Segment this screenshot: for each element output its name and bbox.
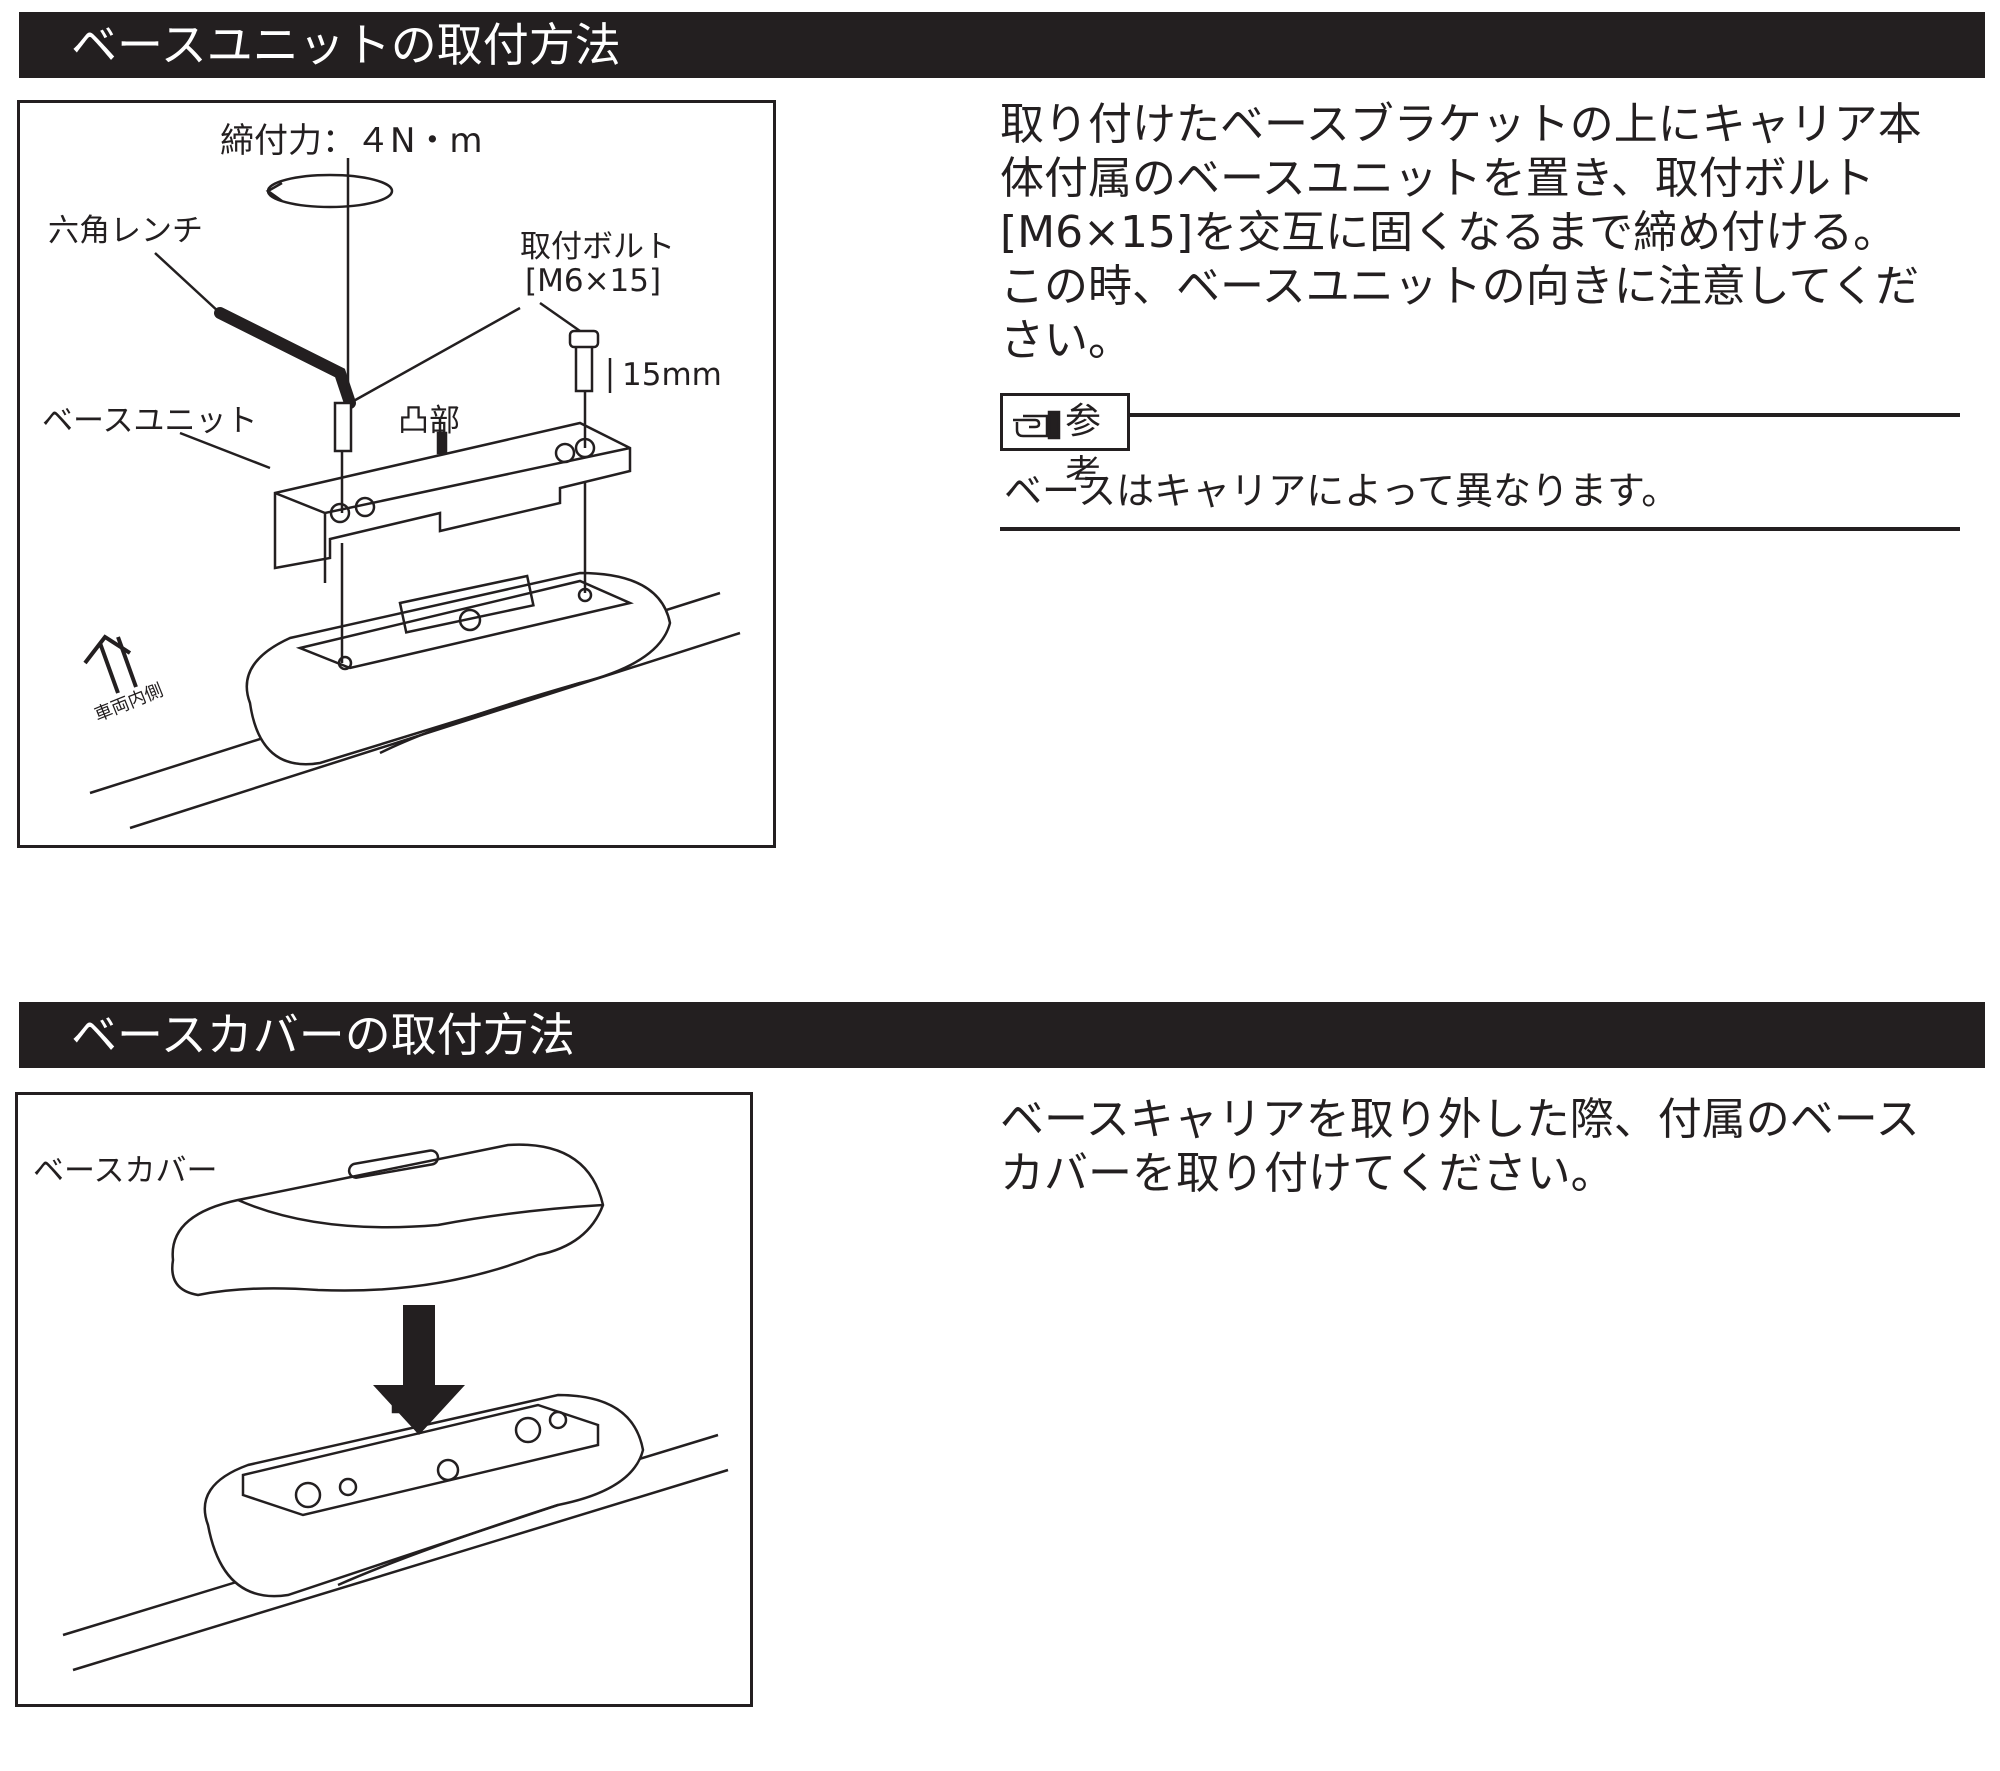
bolt-right [574, 341, 594, 393]
leader-base-unit [179, 431, 271, 470]
plate-hole-left [338, 1477, 358, 1497]
plate-hole-right [554, 442, 576, 464]
instruction-line: 体付属のベースユニットを置き、取付ボルト [1000, 153, 1875, 204]
base-unit-illustration [83, 158, 741, 830]
base-cover-slot [347, 1149, 440, 1179]
instruction-line: さい。 [1000, 315, 1132, 366]
note-divider-top [1130, 413, 1960, 417]
instruction-line: 取り付けたベースブラケットの上にキャリア本 [1000, 99, 1922, 150]
down-arrow-icon [373, 1305, 465, 1435]
protrusion-mark [436, 431, 448, 455]
instruction-line: [M6×15]を交互に固くなるまで締め付ける。 [1000, 207, 1898, 258]
label-base-unit: ベースユニット [42, 403, 258, 439]
base-bracket-curve [379, 681, 581, 755]
note-label-box: 参考 [1000, 393, 1130, 494]
plate-hole-mid [354, 496, 376, 518]
plate-hole-left [329, 502, 351, 524]
instruction-line: カバーを取り付けてください。 [1000, 1148, 1615, 1199]
pointing-hand-icon [1013, 410, 1061, 440]
hex-wrench [214, 307, 356, 409]
leader-bolt-right [539, 301, 581, 333]
note-label: 参考 [1065, 401, 1102, 494]
base-bracket-stud [436, 1458, 460, 1482]
instructions-base-cover: ベースキャリアを取り外した際、付属のベース カバーを取り付けてください。 [1000, 1093, 1920, 1201]
bolt-head-left [294, 1481, 322, 1509]
label-base-cover: ベースカバー [33, 1153, 218, 1189]
label-bolt: 取付ボルト [520, 229, 675, 265]
label-length: 15mm [622, 357, 722, 393]
rotation-arrow-icon [265, 173, 394, 209]
base-bracket-slot [398, 574, 535, 634]
rail-line-2 [72, 1468, 729, 1672]
note-divider-bottom [1000, 527, 1960, 531]
base-hole-left [337, 655, 353, 671]
base-unit-plate [273, 421, 632, 570]
instruction-line: ベースキャリアを取り外した際、付属のベース [1000, 1094, 1920, 1145]
note-text: ベースはキャリアによって異なります。 [1004, 469, 1680, 513]
bolt-right-head [568, 329, 600, 349]
leader-bolt-left [349, 306, 521, 405]
section-title-base-unit: ベースユニットの取付方法 [19, 12, 1985, 78]
base-bracket-top [295, 579, 634, 670]
instruction-line: この時、ベースユニットの向きに注意してくだ [1000, 261, 1920, 312]
instructions-base-unit: 取り付けたベースブラケットの上にキャリア本 体付属のベースユニットを置き、取付ボ… [1000, 98, 1922, 368]
figure-base-cover-installation: ベースカバー [15, 1092, 753, 1707]
base-cover [171, 1143, 605, 1297]
base-bracket-stud [458, 608, 482, 632]
section-title-base-cover: ベースカバーの取付方法 [19, 1002, 1985, 1068]
label-hex-wrench: 六角レンチ [48, 213, 203, 249]
bolt-head-right [514, 1416, 542, 1444]
base-cover-illustration [62, 1143, 729, 1672]
base-unit-plate [241, 1403, 600, 1517]
label-torque: 締付力：４N・m [220, 121, 483, 161]
plate-hole-right [548, 1410, 568, 1430]
label-protrusion: 凸部 [398, 403, 460, 439]
up-arrow-icon [83, 634, 138, 694]
leader-hex-wrench [154, 252, 221, 314]
base-bracket [245, 571, 672, 766]
figure-base-unit-installation: 締付力：４N・m 六角レンチ 取付ボルト [M6×15] 15mm ベースユニッ… [17, 100, 776, 848]
base-cover-ridge [237, 1198, 604, 1229]
bolt-left [333, 401, 353, 453]
label-bolt-size: [M6×15] [525, 263, 662, 299]
base-bracket-curve [337, 1503, 559, 1587]
